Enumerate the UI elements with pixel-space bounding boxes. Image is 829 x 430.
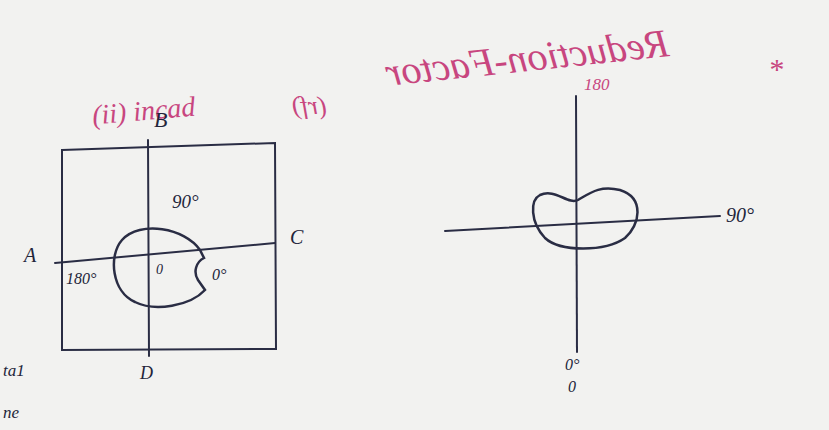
handwritten-label: 0° <box>565 356 579 374</box>
handwritten-label: 180 <box>584 76 610 95</box>
vertical-axis <box>148 140 149 356</box>
handwritten-label: 0 <box>156 262 163 277</box>
handwritten-label: A <box>24 244 36 266</box>
handwritten-label: 0 <box>568 378 576 396</box>
handwritten-label: ne <box>3 404 19 423</box>
handwritten-label: (rf) <box>292 92 327 121</box>
polar-curve <box>114 229 205 307</box>
handwritten-label: 90° <box>172 192 199 213</box>
handwritten-label: D <box>140 364 153 384</box>
polar-curve <box>533 188 637 248</box>
horizontal-axis <box>55 243 275 263</box>
handwritten-label: C <box>290 226 303 248</box>
horizontal-axis <box>445 216 720 231</box>
handwritten-label: 0° <box>212 266 226 284</box>
handwritten-label: 180° <box>66 270 96 288</box>
handwritten-label: Reduction-Factor <box>383 21 670 94</box>
handwritten-label: * <box>768 52 783 85</box>
handwritten-label: ta1 <box>3 362 25 381</box>
handwritten-label: (ii) incad <box>91 92 197 132</box>
handwritten-label: 90° <box>726 204 754 226</box>
handwritten-label: B <box>154 108 167 132</box>
